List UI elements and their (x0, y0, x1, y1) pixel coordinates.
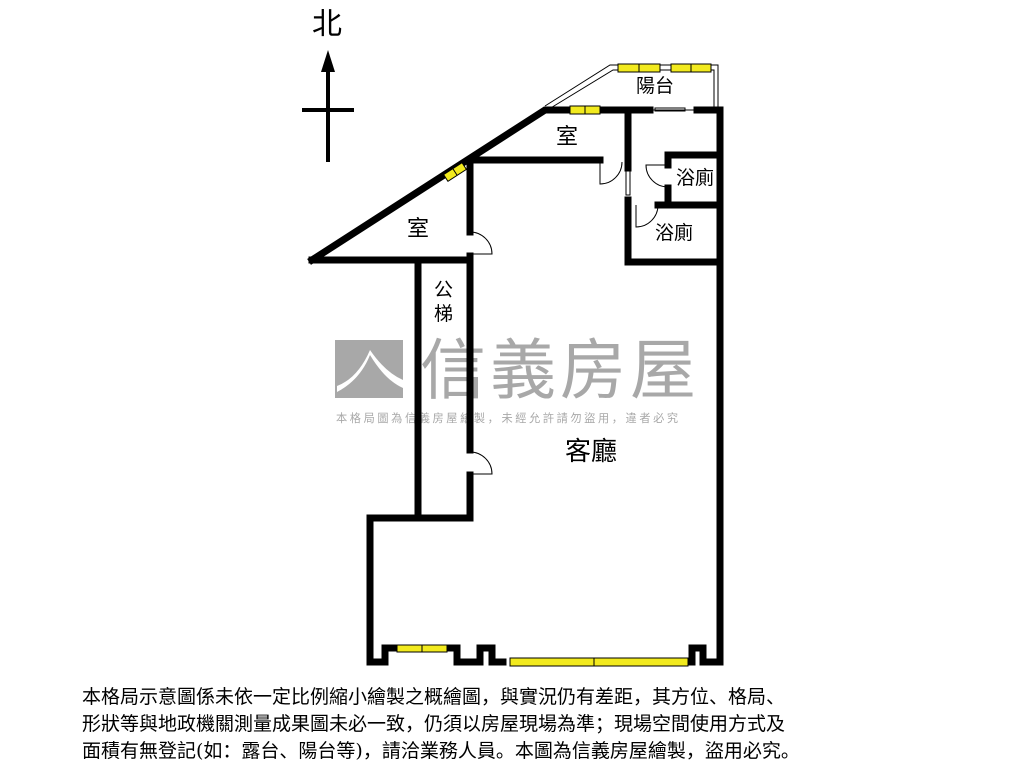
balcony-rail (544, 64, 719, 110)
room-label-bedroom-left: 室 (407, 217, 430, 242)
room-label-bath-2: 浴廁 (655, 222, 694, 244)
doors (469, 107, 697, 475)
disclaimer-line: 面積有無登記(如：露台、陽台等)，請洽業務人員。本圖為信義房屋繪製，盜用必究。 (82, 740, 800, 762)
disclaimer-line: 形狀等與地政機關測量成果圖未必一致，仍須以房屋現場為準；現場空間使用方式及 (82, 713, 786, 735)
windows (396, 63, 712, 667)
room-label-bath-1: 浴廁 (676, 167, 715, 189)
north-arrow-icon (302, 50, 354, 162)
watermark-brand: 信義房屋 (420, 332, 700, 409)
room-label-balcony: 陽台 (636, 75, 675, 97)
disclaimer-line: 本格局示意圖係未依一定比例縮小繪製之概繪圖，與實況仍有差距，其方位、格局、 (82, 686, 786, 708)
compass-north-label: 北 (312, 7, 342, 42)
room-label-bedroom-top: 室 (556, 125, 579, 150)
room-label-living: 客廳 (565, 437, 618, 467)
room-label-stair-2: 梯 (434, 303, 454, 325)
watermark-notice: 本格局圖為信義房屋繪製，未經允許請勿盜用，違者必究 (336, 412, 681, 425)
walls (307, 106, 724, 666)
room-label-stair-1: 公 (434, 279, 454, 301)
disclaimer: 本格局示意圖係未依一定比例縮小繪製之概繪圖，與實況仍有差距，其方位、格局、 形狀… (82, 684, 800, 765)
